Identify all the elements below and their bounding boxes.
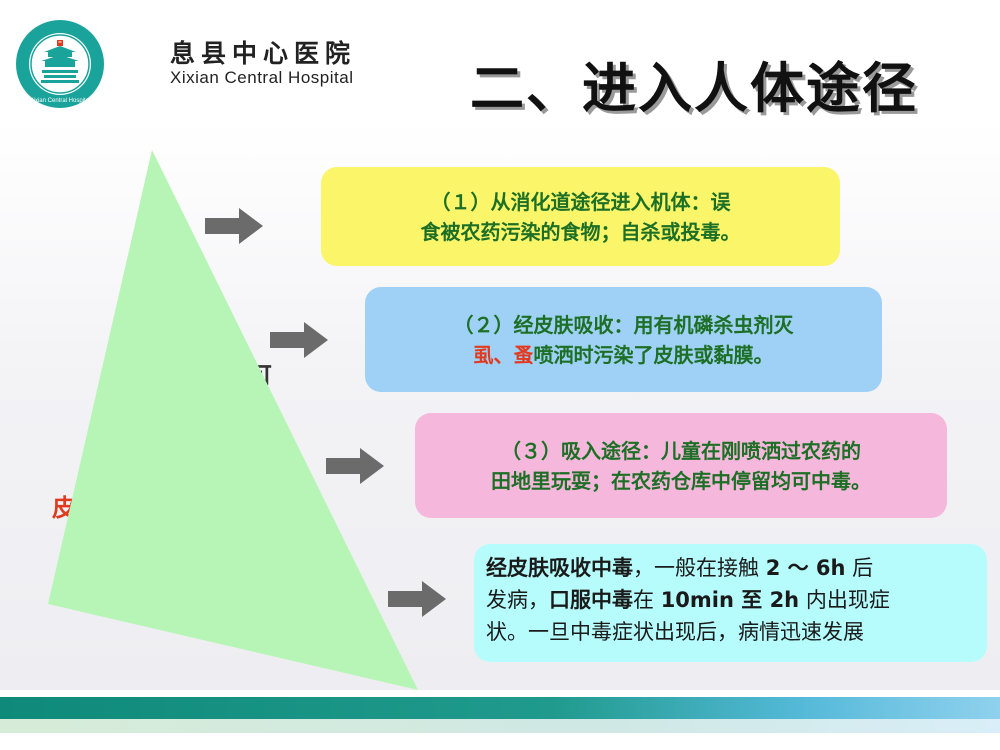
onset-skin-label: 经皮肤吸收中毒 [486,556,633,580]
onset-text: 在 [633,588,661,612]
route-box-digestive-line1: （１）从消化道途径进入机体：误 [430,189,731,214]
onset-time-box: 经皮肤吸收中毒，一般在接触 2 ～ 6h 后发病，口服中毒在 10min 至 2… [474,544,987,662]
left-peek-text-2: 。 [272,414,296,442]
hospital-name-cn: 息县中心医院 [170,39,357,68]
slide-title: 二、进入人体途径 [470,57,918,120]
onset-text: 状。一旦中毒症状出现后，病情迅速发展 [486,620,864,644]
arrow-right-icon [326,448,384,484]
onset-text: 发病， [486,588,549,612]
route-box-inhalation-line1: （３）吸入途径：儿童在刚喷洒过农药的 [501,438,861,463]
arrow-right-icon [388,581,446,617]
footer-bar [0,697,1000,719]
left-peek-text-1: 可 [248,362,272,390]
hospital-logo-icon: Xixian Central Hospital [16,20,104,108]
onset-text: ，一般在接触 [633,556,766,580]
arrow-right-icon [270,322,328,358]
onset-oral-time: 10min 至 2h [660,588,800,612]
logo-ring-text: Xixian Central Hospital [30,98,91,104]
footer-bar-light [0,719,1000,733]
onset-oral-label: 口服中毒 [549,588,633,612]
hospital-name-en: Xixian Central Hospital [170,68,354,87]
route-box-skin: （２）经皮肤吸收：用有机磷杀虫剂灭 虱、蚤喷洒时污染了皮肤或黏膜。 [365,287,882,392]
onset-text: 后 [845,556,874,580]
route-box-skin-red-text: 虱、蚤 [473,342,534,367]
route-box-skin-line2: 虱、蚤喷洒时污染了皮肤或黏膜。 [454,340,794,370]
route-box-inhalation: （３）吸入途径：儿童在刚喷洒过农药的 田地里玩耍；在农药仓库中停留均可中毒。 [415,413,947,518]
route-box-inhalation-line2: 田地里玩耍；在农药仓库中停留均可中毒。 [491,468,871,493]
onset-text: 内出现症 [799,588,890,612]
route-box-digestive: （１）从消化道途径进入机体：误 食被农药污染的食物；自杀或投毒。 [321,167,840,266]
onset-skin-time: 2 ～ 6h [765,556,846,580]
route-box-skin-line2-rest: 喷洒时污染了皮肤或黏膜。 [533,342,774,367]
left-peek-text-3: 皮 [52,494,76,522]
route-box-skin-line1: （２）经皮肤吸收：用有机磷杀虫剂灭 [453,312,794,337]
arrow-right-icon [205,208,263,244]
route-box-digestive-line2: 食被农药污染的食物；自杀或投毒。 [420,219,741,244]
